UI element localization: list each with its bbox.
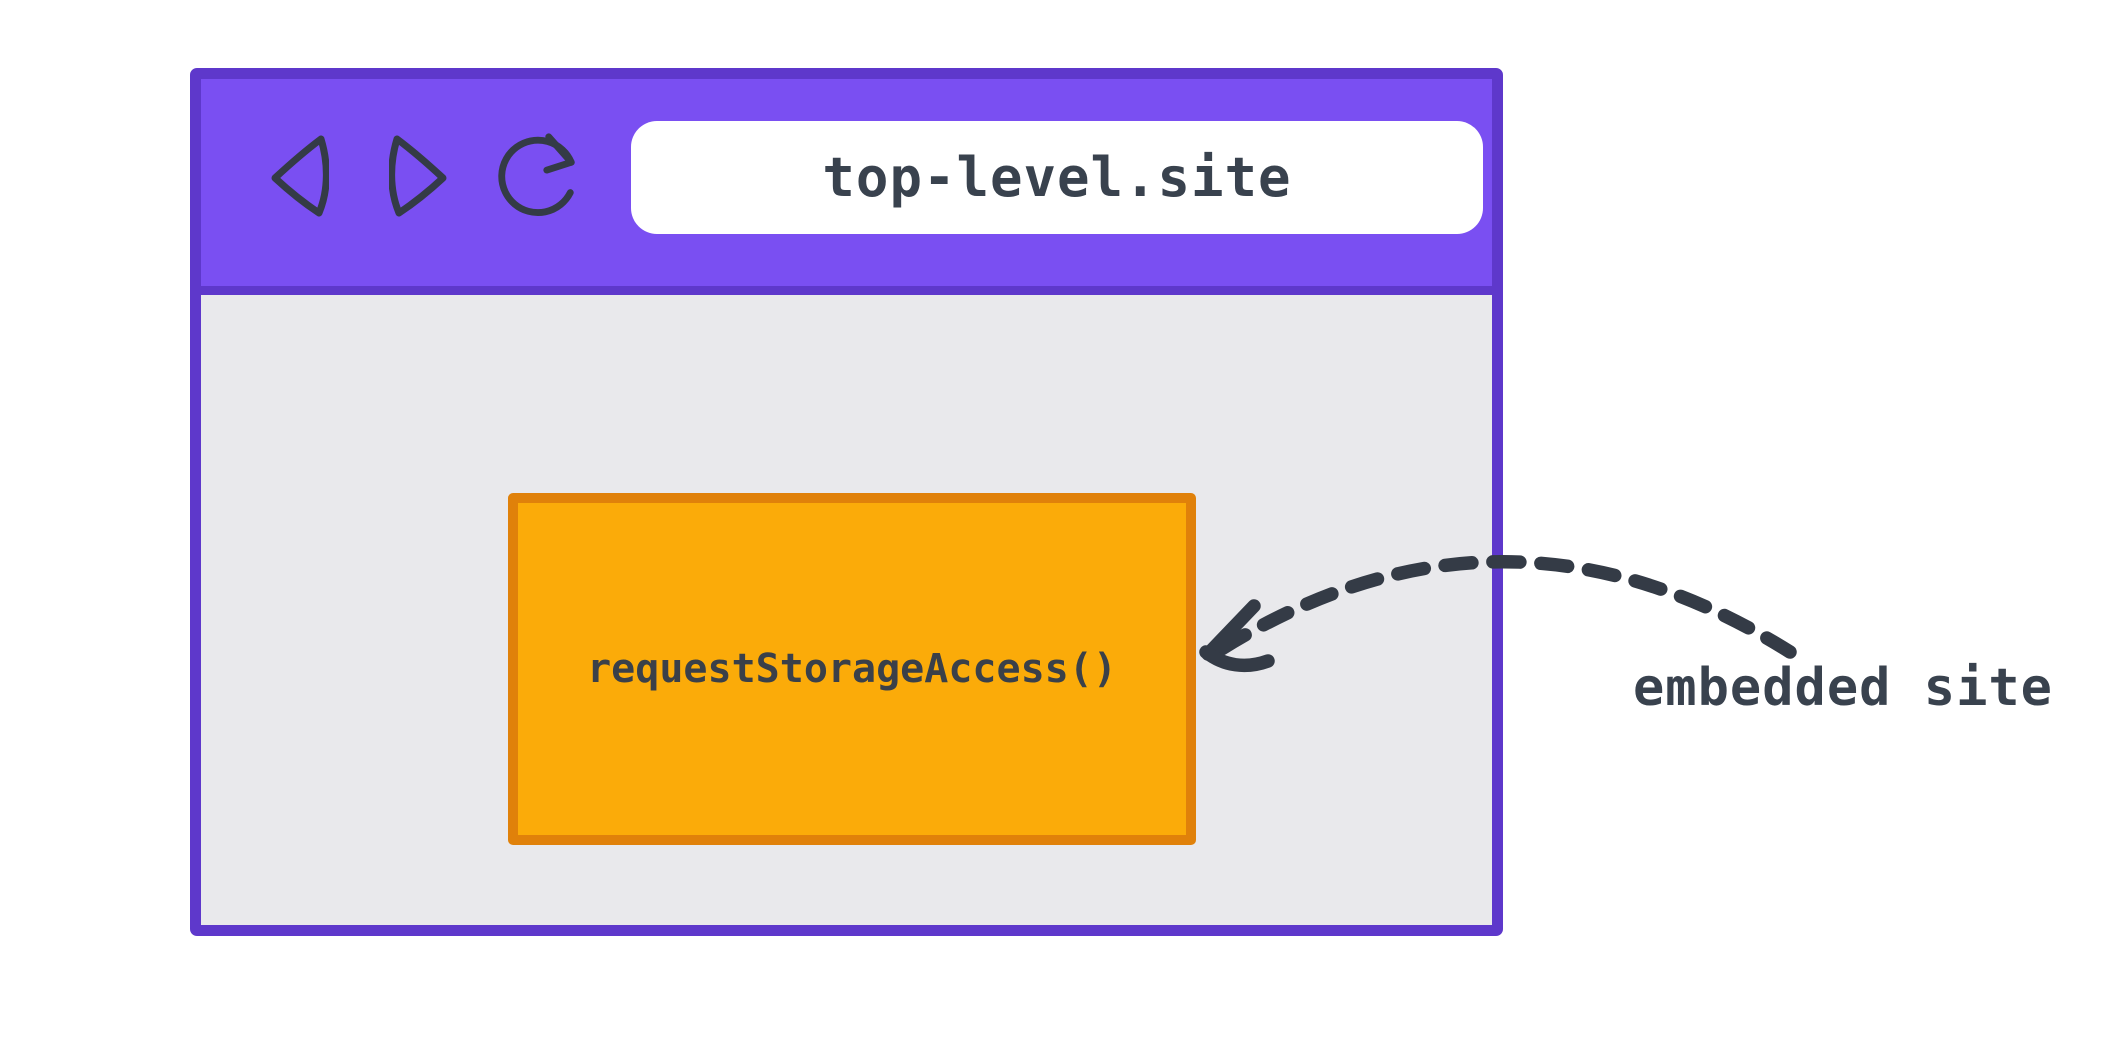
embed-code-label: requestStorageAccess() [587,646,1117,692]
refresh-icon [493,129,583,221]
forward-icon [389,133,447,219]
url-bar[interactable]: top-level.site [631,121,1483,234]
forward-button[interactable] [389,133,447,219]
browser-window: top-level.site [190,68,1503,936]
browser-toolbar: top-level.site [201,79,1492,295]
back-icon [271,133,329,219]
refresh-button[interactable] [493,129,583,221]
back-button[interactable] [271,133,329,219]
embedded-site-frame[interactable]: requestStorageAccess() [508,493,1196,845]
annotation-label: embedded site [1633,658,2053,718]
url-text: top-level.site [822,146,1292,209]
